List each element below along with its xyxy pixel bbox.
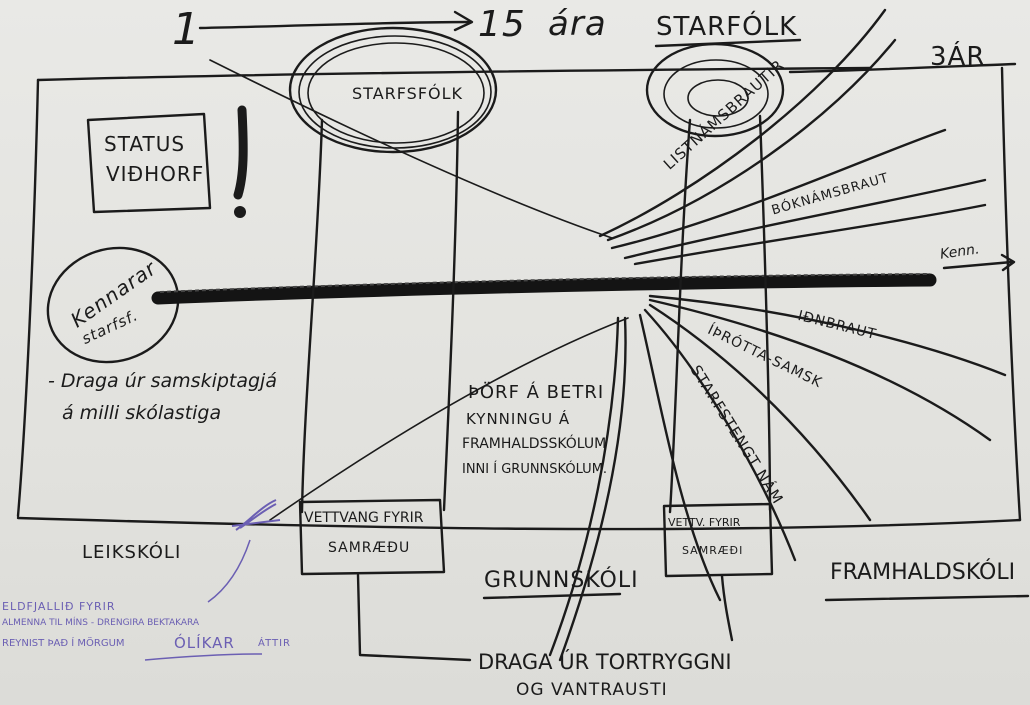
- stream-line-7: [648, 298, 992, 442]
- stream-line-11: [558, 316, 627, 662]
- stream-line-2: [606, 38, 897, 242]
- bottom-connector: [356, 573, 472, 662]
- purple-note-line2: ALMENNA TIL MÍNS - DRENGIRA BEKTAKARA: [2, 618, 200, 628]
- starfsfolk-oval-outer: [288, 26, 498, 154]
- kenn-arrow: [942, 260, 1014, 270]
- main-thick-arrow-hatch: [159, 273, 931, 293]
- vettvang-right-line1: VETTV. FYRIR: [668, 516, 741, 529]
- stream-line-4: [623, 178, 987, 260]
- purple-note-line4: ÓLÍKAR: [174, 634, 235, 652]
- bottom-line1: DRAGA ÚR TORTRYGGNI: [478, 650, 732, 674]
- purple-note-line3: REYNIST ÞAÐ Í MÖRGUM: [2, 638, 125, 649]
- timeline-end: 15: [478, 4, 526, 45]
- center-note-line4: INNI Í GRUNNSKÓLUM.: [462, 462, 608, 477]
- stream-line-1: [598, 8, 887, 238]
- grunnskoli-underline: [482, 592, 622, 600]
- center-note-line1: ÞÖRF Á BETRI: [468, 382, 605, 403]
- vettvang-left-line1: VETTVANG FYRIR: [304, 510, 424, 526]
- starfsfolk-oval-inner: [307, 42, 485, 144]
- frame-bottom-line: [16, 516, 1022, 531]
- frame-right-line: [1000, 66, 1022, 522]
- stream-line-5: [633, 203, 987, 266]
- vertical-line-right-b: [758, 114, 772, 512]
- timeline-arrow: [198, 20, 472, 30]
- main-thick-arrow: [151, 273, 937, 305]
- left-note-line2: á milli skólastiga: [62, 402, 222, 424]
- vettvang-left-line2: SAMRÆÐU: [328, 540, 411, 556]
- starfolk-spiral-mid: [663, 59, 769, 129]
- vettvang-right-box: [662, 502, 774, 578]
- stream-line-10: [638, 313, 722, 602]
- grunnskoli-label: GRUNNSKÓLI: [484, 568, 639, 593]
- stream-line-8: [648, 303, 872, 522]
- vidhorf-label: VIÐHORF: [106, 162, 205, 186]
- timeline-start: 1: [172, 4, 201, 55]
- framhaldskoli-underline: [824, 594, 1030, 602]
- purple-note-line5: ÁTTIR: [258, 638, 292, 649]
- stream-line-12: [548, 316, 620, 657]
- vettvang-left-box: [298, 498, 446, 576]
- frame-top-right-line: [788, 62, 1017, 74]
- starfolk-top-label: STARFÓLK: [656, 12, 798, 42]
- diagonal-line-top: [209, 59, 613, 239]
- purple-line: [207, 539, 251, 603]
- stream-line-3: [610, 128, 947, 250]
- three-years-label: 3ÁR: [930, 42, 986, 72]
- vertical-line-right-a: [668, 118, 692, 514]
- frame-top-line: [36, 66, 872, 82]
- timeline-arrowhead: [453, 10, 474, 32]
- starfsfolk-label: STARFSFÓLK: [352, 84, 464, 103]
- status-box: [86, 112, 212, 214]
- diagonal-line-bottom: [269, 317, 629, 521]
- purple-scribble: [231, 499, 281, 531]
- starfolk-spiral-inner: [687, 79, 749, 117]
- framhaldskoli-label: FRAMHALDSKÓLI: [830, 560, 1016, 585]
- purple-underline: [144, 653, 263, 661]
- bottom-line2: OG VANTRAUSTI: [516, 680, 668, 700]
- vertical-line-left-a: [300, 118, 324, 514]
- purple-note-line1: ELDFJALLIÐ FYRIR: [2, 600, 116, 613]
- exclamation-dot: [234, 206, 246, 218]
- center-note-line2: KYNNINGU Á: [466, 410, 571, 428]
- center-note-line3: FRAMHALDSSKÓLUM: [462, 436, 607, 452]
- kennarar-ellipse: [46, 246, 180, 364]
- timeline-years: ára: [548, 4, 607, 44]
- vertical-line-left-b: [442, 110, 460, 512]
- kenn-arrowhead: [1000, 253, 1016, 272]
- frame-left-line: [16, 78, 40, 518]
- starfolk-underline: [654, 38, 802, 48]
- stream-line-9: [643, 308, 797, 562]
- stream-line-6: [648, 294, 1007, 377]
- vettvang-right-line2: SAMRÆÐI: [682, 544, 744, 557]
- starfsfolk-oval-inner2: [298, 35, 492, 149]
- status-label: STATUS: [104, 132, 186, 156]
- bottom-connector-right: [720, 574, 734, 642]
- leikskoli-label: LEIKSKÓLI: [82, 542, 182, 563]
- left-note-line1: - Draga úr samskiptagjá: [48, 370, 277, 392]
- exclamation-mark: [233, 105, 248, 200]
